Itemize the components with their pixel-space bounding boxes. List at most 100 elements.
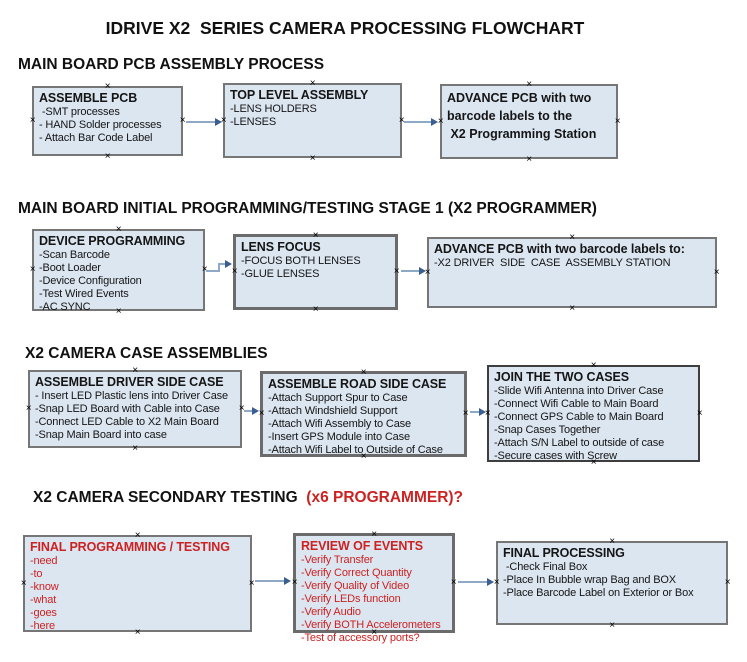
connection-anchor-icon: × [132, 443, 138, 454]
connector-arrowhead-icon [431, 118, 438, 126]
box-line: -Test Wired Events [39, 288, 129, 300]
connection-anchor-icon: × [115, 306, 122, 317]
connector-arrowhead-icon [479, 408, 486, 416]
connection-anchor-icon: × [526, 79, 532, 90]
connector-line[interactable] [218, 263, 226, 265]
connection-anchor-icon: × [309, 153, 316, 164]
box-line: -know [30, 581, 59, 593]
connection-anchor-icon: × [462, 408, 469, 419]
connection-anchor-icon: × [450, 577, 457, 588]
box-line: -X2 DRIVER SIDE CASE ASSEMBLY STATION [434, 257, 671, 269]
connector-line[interactable] [255, 580, 285, 582]
connector-line[interactable] [404, 121, 432, 123]
connection-anchor-icon: × [25, 403, 32, 414]
box-line: -goes [30, 607, 57, 619]
connection-anchor-icon: × [424, 266, 431, 278]
flow-box-review-of-events[interactable]: × × × × REVIEW OF EVENTS -Verify Transfe… [291, 530, 457, 645]
connection-anchor-icon: × [609, 620, 615, 631]
box-line: -Attach Wifi Assembly to Case [268, 418, 411, 430]
connection-anchor-icon: × [360, 367, 367, 378]
section-heading-pcb-assembly: MAIN BOARD PCB ASSEMBLY PROCESS [18, 56, 325, 73]
box-line: -SMT processes [39, 106, 120, 118]
connection-anchor-icon: × [20, 577, 27, 589]
box-line: -Device Configuration [39, 275, 142, 287]
box-line: X2 Programming Station [447, 127, 597, 141]
connector-line[interactable] [186, 121, 216, 123]
box-line: -Place In Bubble wrap Bag and BOX [503, 574, 676, 586]
connection-anchor-icon: × [115, 224, 122, 235]
box-line: -to [30, 568, 43, 580]
connection-anchor-icon: × [312, 304, 319, 315]
connection-anchor-icon: × [231, 266, 238, 277]
box-line: -Place Barcode Label on Exterior or Box [503, 587, 694, 599]
connection-anchor-icon: × [312, 230, 319, 241]
section-heading-initial-programming: MAIN BOARD INITIAL PROGRAMMING/TESTING S… [18, 200, 597, 217]
connector-arrowhead-icon [252, 407, 259, 415]
box-line: -Verify Transfer [301, 554, 374, 566]
connection-anchor-icon: × [201, 264, 208, 275]
connection-anchor-icon: × [104, 151, 111, 162]
connection-anchor-icon: × [696, 407, 703, 419]
connector-line[interactable] [244, 410, 253, 412]
box-line: -Attach Windshield Support [268, 405, 398, 417]
box-title: FINAL PROCESSING [503, 546, 625, 560]
flow-box-assemble-pcb[interactable]: × × × × ASSEMBLE PCB -SMT processes - HA… [30, 82, 186, 162]
connector-line[interactable] [470, 411, 480, 413]
box-line: -Check Final Box [503, 561, 588, 573]
connection-anchor-icon: × [713, 266, 720, 278]
box-line: -Connect GPS Cable to Main Board [494, 411, 664, 423]
flow-box-advance-pcb-programming-station[interactable]: × × × × ADVANCE PCB with two barcode lab… [438, 80, 621, 165]
heading-red-part: (x6 PROGRAMMER)? [306, 489, 464, 506]
flow-box-join-the-two-cases[interactable]: × × × × JOIN THE TWO CASES -Slide Wifi A… [485, 361, 703, 468]
heading-black-part: X2 CAMERA SECONDARY TESTING [33, 489, 307, 506]
connector-line[interactable] [458, 581, 488, 583]
flow-box-final-programming-testing[interactable]: × × × × FINAL PROGRAMMING / TESTING -nee… [21, 531, 255, 638]
section-heading-case-assemblies: X2 CAMERA CASE ASSEMBLIES [25, 345, 268, 362]
flow-box-advance-pcb-driver-side[interactable]: × × × × ADVANCE PCB with two barcode lab… [425, 233, 720, 314]
box-line: -AC SYNC [39, 301, 91, 313]
box-line: barcode labels to the [447, 109, 573, 123]
connector-line[interactable] [401, 270, 420, 272]
connection-anchor-icon: × [132, 365, 138, 376]
box-line: -Connect LED Cable to X2 Main Board [35, 416, 219, 428]
box-line: -Slide Wifi Antenna into Driver Case [494, 385, 664, 397]
connection-anchor-icon: × [609, 536, 615, 547]
connection-anchor-icon: × [220, 114, 227, 126]
connection-anchor-icon: × [590, 360, 597, 371]
connection-anchor-icon: × [134, 530, 141, 541]
box-line: -Insert GPS Module into Case [268, 431, 410, 443]
connector-arrowhead-icon [419, 267, 426, 275]
connector-line[interactable] [218, 263, 220, 272]
box-line: -Scan Barcode [39, 249, 110, 261]
box-line: -LENS HOLDERS [230, 103, 317, 115]
connector-line[interactable] [206, 270, 220, 272]
connection-anchor-icon: × [590, 457, 597, 468]
box-line: - HAND Solder processes [39, 119, 162, 131]
connection-anchor-icon: × [104, 81, 111, 92]
box-title: ASSEMBLE ROAD SIDE CASE [268, 377, 447, 391]
flow-box-lens-focus[interactable]: × × × × LENS FOCUS -FOCUS BOTH LENSES -G… [231, 230, 400, 315]
page-title: IDRIVE X2 SERIES CAMERA PROCESSING FLOWC… [105, 18, 585, 38]
connection-anchor-icon: × [493, 577, 500, 588]
box-line: -here [30, 620, 55, 632]
connection-anchor-icon: × [360, 451, 367, 462]
box-line: -Verify Correct Quantity [301, 567, 412, 579]
box-line: -need [30, 555, 58, 567]
box-line: - Attach Bar Code Label [39, 132, 153, 144]
connection-anchor-icon: × [179, 115, 186, 126]
flow-box-device-programming[interactable]: × × × × DEVICE PROGRAMMING -Scan Barcode… [30, 225, 208, 317]
box-title: REVIEW OF EVENTS [301, 539, 424, 553]
box-line: -Verify BOTH Accelerometers [301, 619, 441, 631]
box-line: -FOCUS BOTH LENSES [241, 255, 361, 267]
connection-anchor-icon: × [569, 232, 575, 243]
flow-box-final-processing[interactable]: × × × × FINAL PROCESSING -Check Final Bo… [494, 537, 731, 631]
box-line: -GLUE LENSES [241, 268, 320, 280]
box-line: -Boot Loader [39, 262, 101, 274]
flow-box-assemble-road-side-case[interactable]: × × × × ASSEMBLE ROAD SIDE CASE -Attach … [259, 367, 469, 462]
flow-box-assemble-driver-side-case[interactable]: × × × × ASSEMBLE DRIVER SIDE CASE - Inse… [26, 366, 245, 454]
flow-box-top-level-assembly[interactable]: × × × × TOP LEVEL ASSEMBLY -LENS HOLDERS… [221, 79, 405, 164]
connection-anchor-icon: × [484, 407, 491, 419]
connection-anchor-icon: × [291, 577, 298, 588]
box-line: -Verify LEDs function [301, 593, 401, 605]
box-title: LENS FOCUS [241, 240, 321, 254]
